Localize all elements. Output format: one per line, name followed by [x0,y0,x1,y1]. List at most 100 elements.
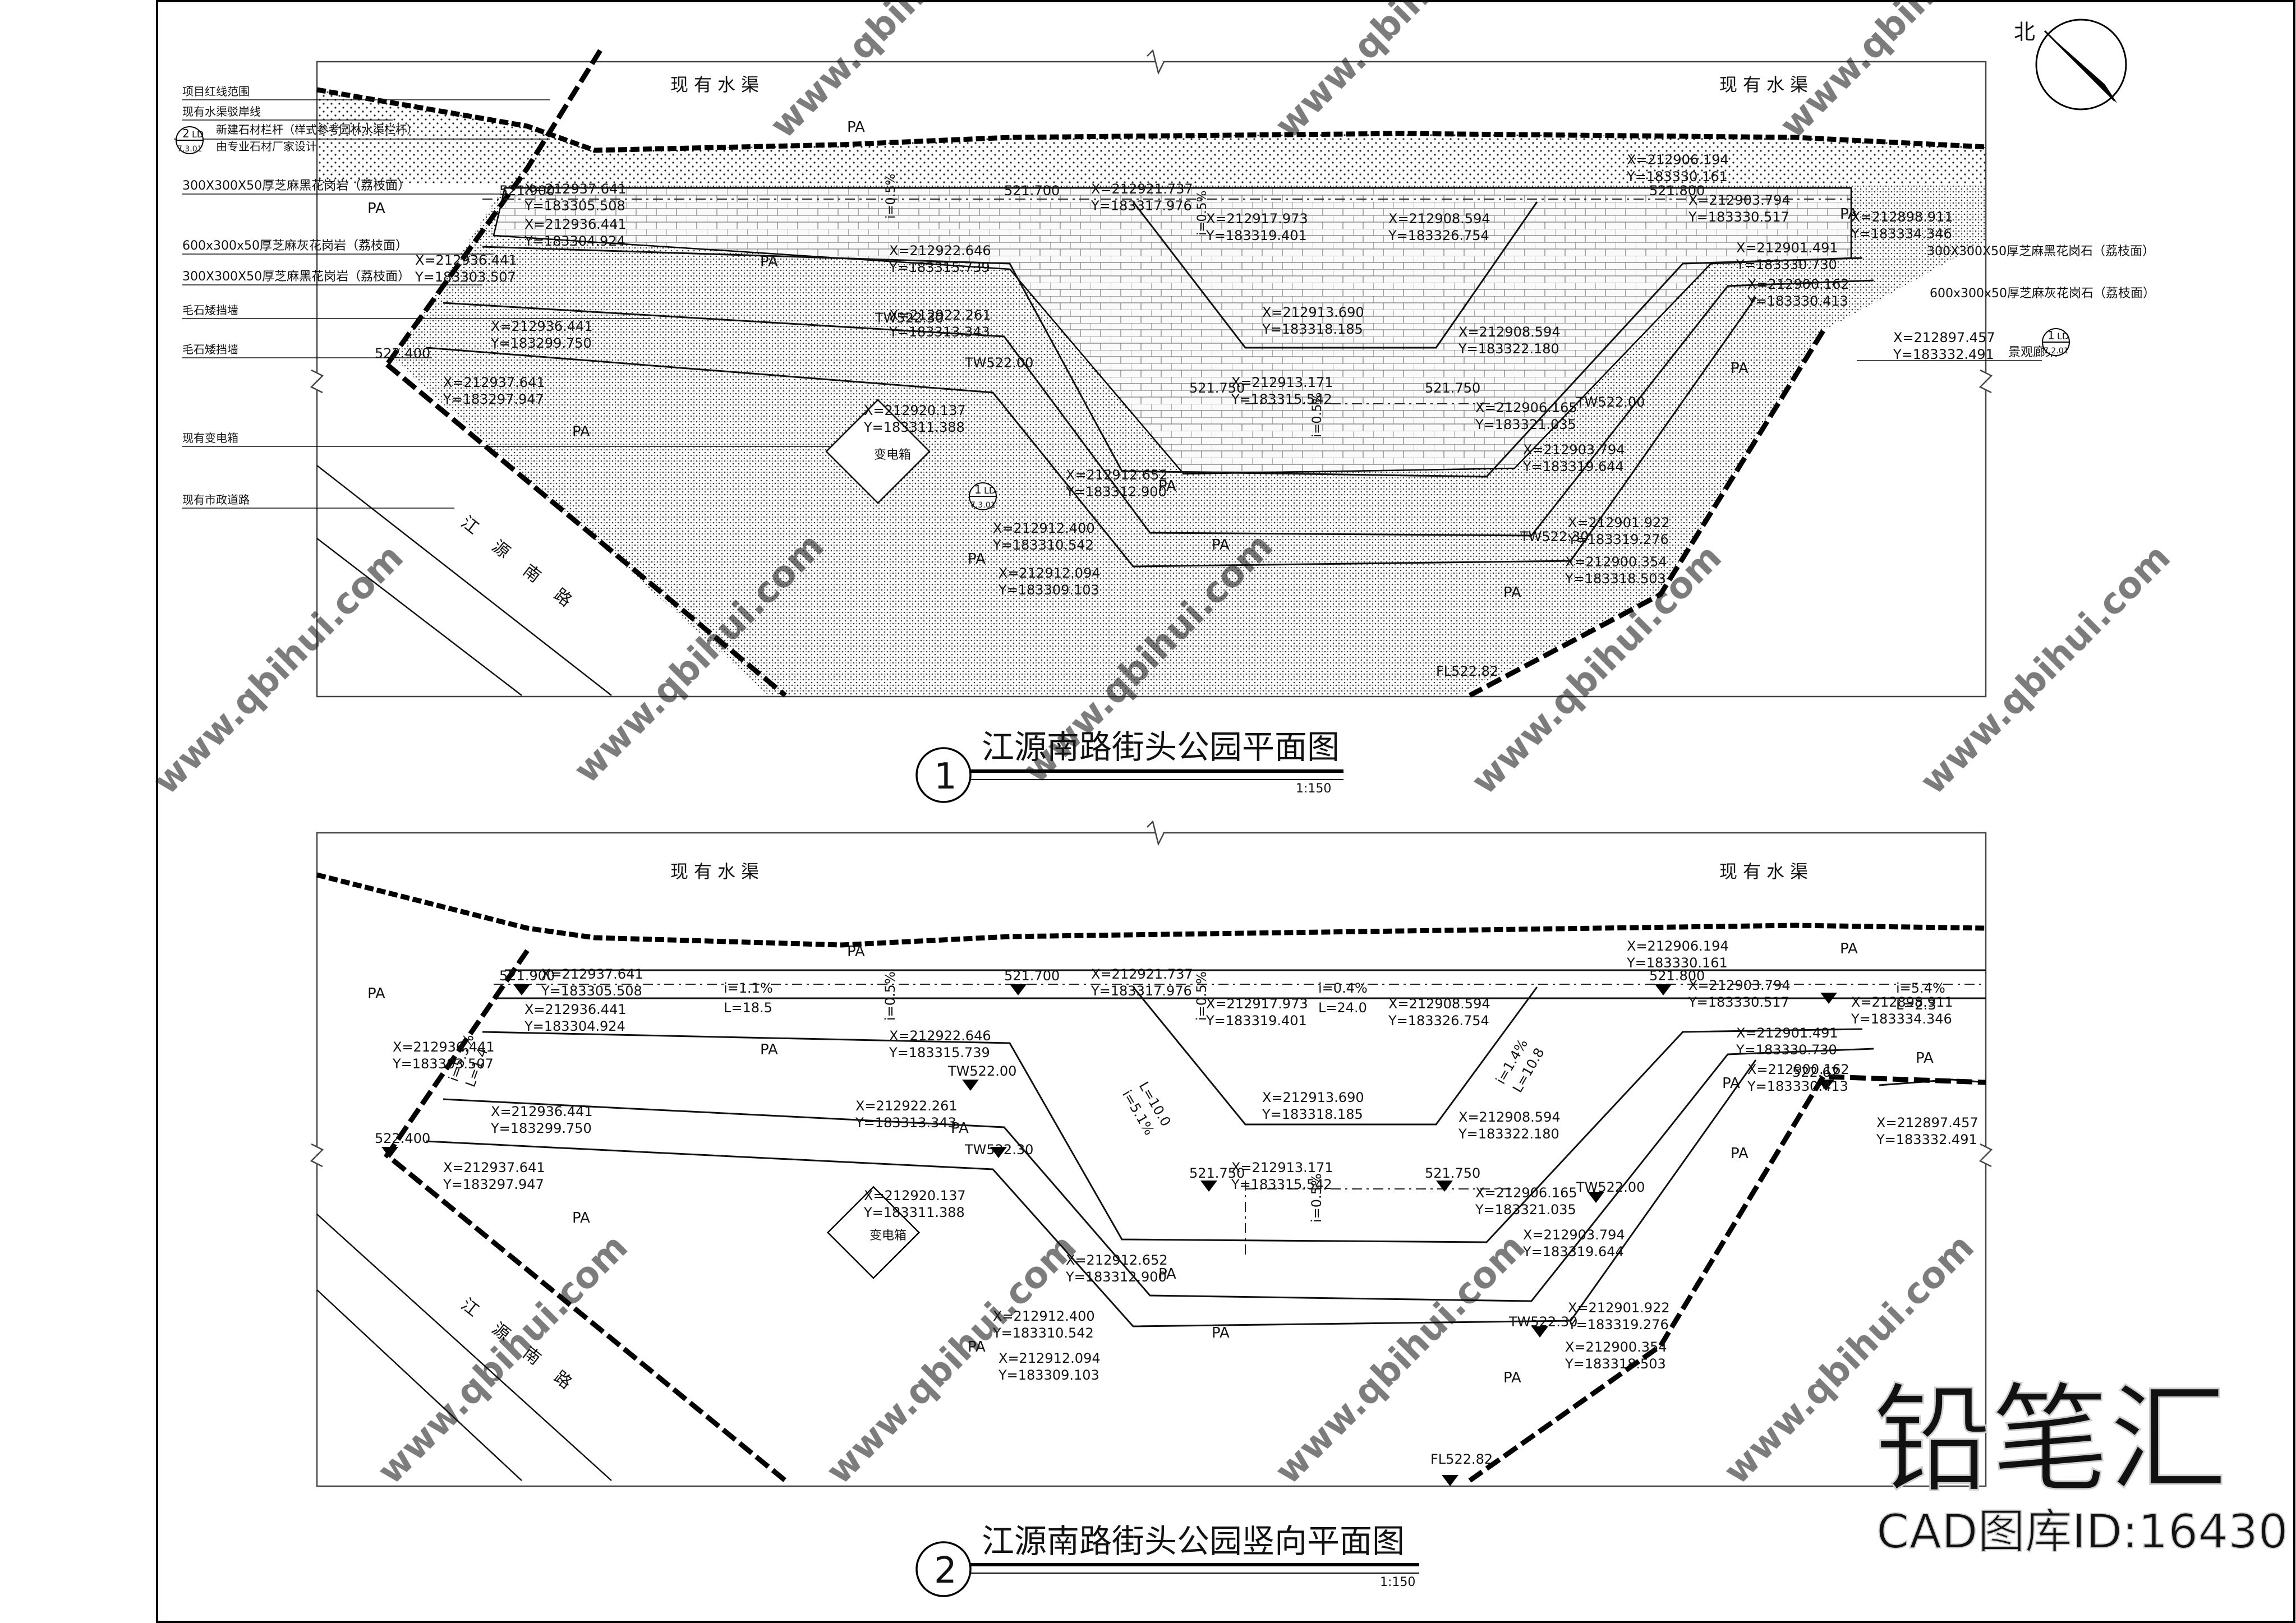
plan-1-number-circle [915,747,972,803]
svg-text:X=212913.690: X=212913.690 [1262,305,1364,320]
svg-text:X=212912.400: X=212912.400 [993,520,1095,536]
north-label: 北 [2014,20,2035,44]
plan-2-boundary-left [383,949,787,1483]
svg-text:i=0.5%: i=0.5% [882,971,898,1021]
plan-2-transformer-box [826,1186,921,1279]
svg-text:X=212922.646: X=212922.646 [889,243,991,259]
callout-granite-1: 300X300X50厚芝麻黑花岗岩（荔枝面） [182,179,410,193]
svg-text:Y=183330.730: Y=183330.730 [1736,1042,1837,1058]
svg-text:X=212897.457: X=212897.457 [1893,330,1995,345]
svg-text:Y=183311.388: Y=183311.388 [863,1205,965,1220]
svg-text:www.qbihui.com: www.qbihui.com [1267,0,1534,146]
plan-2-scale: 1:150 [1380,1575,1415,1589]
plan-1-road-lines [316,465,612,696]
svg-text:X=212912.652: X=212912.652 [1066,467,1168,483]
svg-text:PA: PA [572,423,590,440]
svg-text:1: 1 [2047,329,2055,342]
svg-text:PA: PA [760,253,778,270]
callout-right-granite-1: 300X300X50厚芝麻黑花岗石（荔枝面） [1927,245,2155,259]
svg-text:Y=183303.507: Y=183303.507 [415,269,516,285]
svg-text:Y=183305.508: Y=183305.508 [541,983,642,999]
svg-text:www.qbihui.com: www.qbihui.com [1912,537,2179,803]
svg-text:521.800: 521.800 [1649,968,1705,984]
plan-2-road-lines [316,1214,612,1481]
plan-2-elevations: 521.900 521.700 522.400 521.750 521.750 … [375,968,1839,1467]
svg-text:i=0.5%: i=0.5% [884,174,898,219]
svg-text:Y=183304.924: Y=183304.924 [524,233,625,249]
svg-text:X=212913.690: X=212913.690 [1262,1090,1364,1105]
svg-text:Y=183311.388: Y=183311.388 [863,419,965,435]
svg-text:Y=183334.346: Y=183334.346 [1851,1011,1952,1027]
svg-text:PA: PA [968,1339,986,1355]
svg-text:X=212920.137: X=212920.137 [864,1188,966,1204]
brand-watermark: 铅笔汇 CAD图库ID:16430 [1873,1371,2289,1560]
svg-text:X=212901.922: X=212901.922 [1568,515,1670,531]
svg-text:PA: PA [1212,1325,1230,1341]
svg-text:X=212908.594: X=212908.594 [1388,211,1490,227]
svg-text:X=212912.094: X=212912.094 [999,565,1101,581]
svg-text:铅笔汇: 铅笔汇 [1874,1371,2227,1509]
plan-1-title: 江源南路街头公园平面图 [982,728,1340,766]
svg-text:PA: PA [760,1041,778,1058]
svg-text:Y=183330.730: Y=183330.730 [1736,257,1837,273]
svg-text:Y=183299.750: Y=183299.750 [490,335,592,351]
svg-text:Y=183297.947: Y=183297.947 [443,391,544,407]
svg-text:www.qbihui.com: www.qbihui.com [145,537,412,803]
svg-text:X=212901.922: X=212901.922 [1568,1300,1670,1316]
plan-1-canal-label-right: 现有水渠 [1719,74,1814,95]
svg-text:X=212920.137: X=212920.137 [864,403,966,418]
svg-text:CAD图库ID:16430: CAD图库ID:16430 [1876,1504,2288,1559]
sheet-border [156,0,2295,1623]
detail-ref-3: 1 LD 7.3.01 [969,482,997,510]
callout-retaining-wall-2: 毛石矮挡墙 [182,343,238,356]
svg-text:X=212908.594: X=212908.594 [1458,324,1561,340]
callout-redline: 项目红线范围 [182,85,250,98]
svg-text:Y=183326.754: Y=183326.754 [1388,228,1489,243]
svg-text:TW522.00: TW522.00 [964,355,1033,371]
svg-text:Y=183332.491: Y=183332.491 [1876,1132,1977,1147]
svg-text:LD: LD [2057,331,2069,342]
svg-text:Y=183315.739: Y=183315.739 [889,260,990,275]
plan-1-transformer-label: 变电箱 [874,448,911,462]
svg-text:PA: PA [1916,1050,1934,1067]
plan-1-number: 1 [934,756,957,797]
svg-text:i=0.5%: i=0.5% [1195,191,1209,236]
svg-text:X=212937.641: X=212937.641 [524,181,627,197]
svg-text:X=212900.162: X=212900.162 [1747,1062,1849,1077]
svg-text:521.750: 521.750 [1189,380,1245,396]
svg-text:X=212900.354: X=212900.354 [1565,554,1667,570]
svg-text:i=0.4%: i=0.4% [1318,980,1368,996]
north-arrow: 北 [2014,19,2127,110]
svg-text:PA: PA [1731,360,1749,377]
svg-text:i=0.5%: i=0.5% [1310,393,1324,437]
svg-text:X=212912.652: X=212912.652 [1066,1252,1168,1268]
svg-text:TW522.30: TW522.30 [875,310,944,326]
svg-text:X=212917.973: X=212917.973 [1206,211,1308,227]
plan-1-walls [426,246,1874,568]
svg-text:PA: PA [847,943,865,960]
svg-text:Y=183309.103: Y=183309.103 [998,582,1099,598]
plan-1-redline [385,49,602,366]
svg-text:Y=183305.508: Y=183305.508 [524,198,625,214]
plan-2-linework [426,969,1986,1327]
svg-text:X=212897.457: X=212897.457 [1876,1115,1978,1131]
svg-text:7.2.01: 7.2.01 [2044,347,2069,356]
plan-1-callouts-right: 300X300X50厚芝麻黑花岗石（荔枝面） 600x300x50厚芝麻灰花岗石… [1857,245,2155,361]
svg-text:Y=183321.035: Y=183321.035 [1475,1202,1576,1218]
plan-1-coordinates: X=212937.641 Y=183305.508 X=212936.441 Y… [415,152,1995,598]
svg-text:Y=183315.542: Y=183315.542 [1231,1177,1332,1192]
plan-1-inner-walk [1132,201,1538,349]
svg-text:L=24.0: L=24.0 [1318,1000,1367,1016]
svg-text:X=212922.646: X=212922.646 [889,1028,991,1044]
svg-text:X=212906.165: X=212906.165 [1475,1185,1577,1201]
break-marks [310,49,1993,1168]
svg-text:Y=183326.754: Y=183326.754 [1388,1013,1489,1029]
svg-text:X=212903.794: X=212903.794 [1523,1227,1625,1243]
svg-text:PA: PA [1158,1266,1176,1283]
svg-text:Y=183310.542: Y=183310.542 [992,537,1094,553]
svg-text:7.3.01: 7.3.01 [970,501,996,510]
svg-text:521.800: 521.800 [1649,183,1705,199]
callout-retaining-wall-1: 毛石矮挡墙 [182,303,238,317]
svg-text:Y=183319.644: Y=183319.644 [1522,1244,1624,1260]
